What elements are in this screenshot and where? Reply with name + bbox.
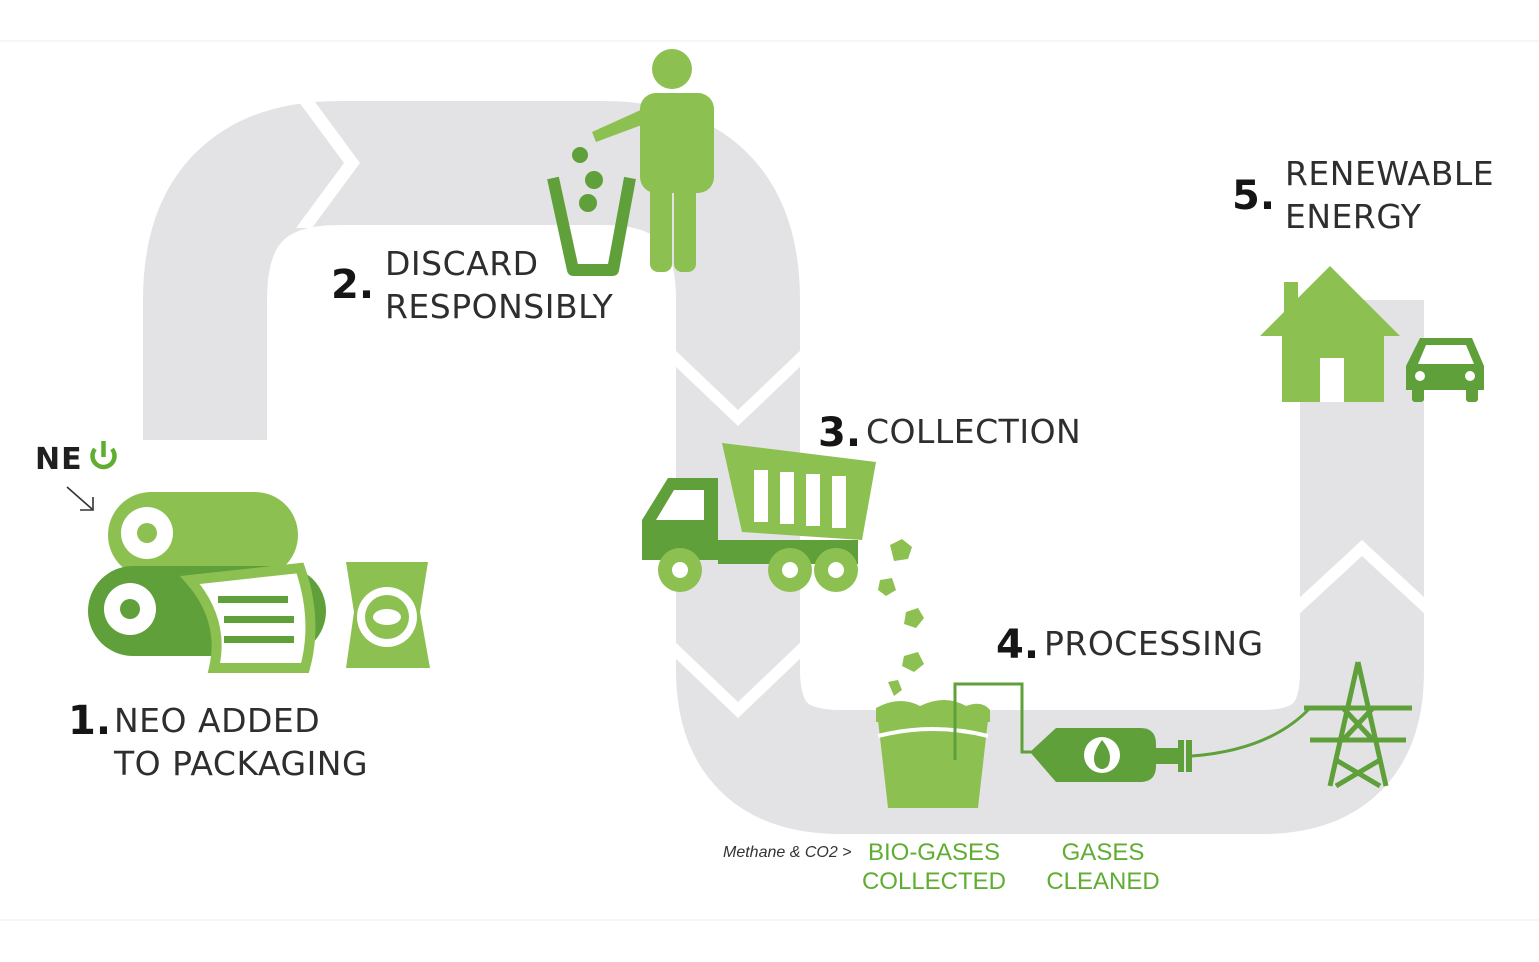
methane-note: Methane & CO2 > [723,844,852,861]
biogases-line1: BIO-GASES [867,839,1001,866]
gases-cleaned-line1: GASES [1061,839,1145,866]
chevrons [296,98,1427,718]
printer-roll-icon [88,492,326,673]
cycle-path [143,101,1424,834]
snack-bag-icon [346,562,430,668]
step-5-number: 5. [1232,173,1276,219]
cycle-track [143,101,1424,834]
step-1-title-line1: NEO ADDED [114,701,321,740]
gases-cleaned-label: GASES CLEANED [1040,838,1166,896]
power-button-icon [90,441,117,470]
step-1-title-line2: TO PACKAGING [114,744,369,783]
dump-truck-icon [642,443,924,696]
step-2-title-line2: RESPONSIBLY [385,287,614,326]
chevron-right [1297,540,1427,616]
biogases-line2: COLLECTED [861,868,1007,895]
gases-cleaned-line2: CLEANED [1046,868,1160,895]
step-3-title: COLLECTION [866,412,1082,451]
step-2-number: 2. [331,262,375,308]
step-2-title-line1: DISCARD [385,244,539,283]
chevron-mid [673,348,803,426]
step-5-title-line2: ENERGY [1285,197,1422,236]
biogases-label: BIO-GASES COLLECTED [860,838,1008,896]
pointer-arrow [66,486,94,511]
neo-logo: NE [35,442,83,477]
step-3-number: 3. [818,410,862,456]
step-1-number: 1. [68,698,112,744]
step-4-number: 4. [996,622,1040,668]
step-4-title: PROCESSING [1044,624,1264,663]
trash-bin-icon [547,147,636,276]
house-icon [1260,266,1400,402]
chevron-top [296,98,360,228]
flame-icon [1084,737,1120,773]
digester-bin-icon [876,682,1036,808]
power-tower-icon [1304,661,1412,789]
step-5-title-line1: RENEWABLE [1285,154,1495,193]
person-icon [592,49,714,272]
chevron-low [673,640,803,718]
car-icon [1406,338,1484,402]
